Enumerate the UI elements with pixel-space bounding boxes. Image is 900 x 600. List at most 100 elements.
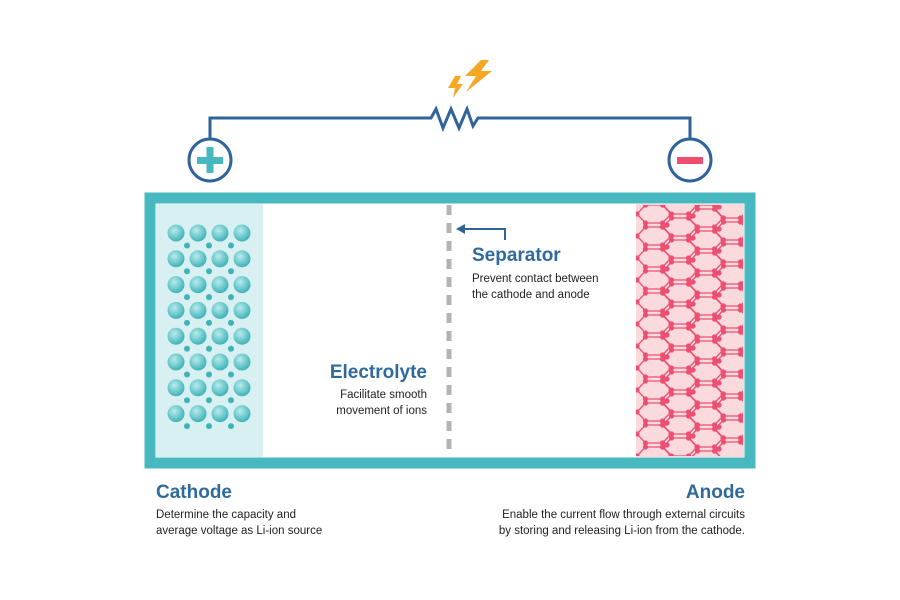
carbon-atom (668, 365, 675, 371)
carbon-atom (686, 303, 692, 309)
carbon-atom (659, 308, 666, 314)
carbon-atom (668, 453, 675, 456)
carbon-atom (668, 343, 675, 349)
lithium-ion-sphere (167, 405, 185, 423)
carbon-atom (694, 400, 701, 406)
carbon-atom (720, 329, 727, 335)
ion-dot (228, 397, 234, 404)
carbon-atom (685, 387, 692, 393)
carbon-atom (737, 237, 743, 243)
ion-dot (228, 423, 234, 430)
carbon-atom (642, 400, 649, 406)
carbon-atom (737, 417, 743, 423)
carbon-atom (642, 242, 649, 248)
carbon-atom (720, 303, 727, 309)
carbon-atom (711, 334, 718, 340)
minus-icon[interactable] (667, 137, 713, 183)
lithium-ion-sphere (167, 301, 185, 319)
carbon-atom (642, 220, 649, 226)
carbon-atom (686, 475, 691, 480)
plus-icon[interactable] (187, 137, 233, 183)
carbon-atom (712, 426, 718, 432)
carbon-atom (711, 356, 718, 362)
carbon-atom (737, 241, 743, 247)
carbon-atom (694, 294, 701, 300)
carbon-atom (712, 448, 718, 454)
carbon-atom (643, 484, 648, 489)
ion-dot (206, 294, 212, 301)
carbon-atom (737, 347, 743, 353)
cathode-lattice (167, 224, 251, 430)
carbon-atom (737, 219, 743, 225)
carbon-atom (737, 303, 743, 309)
carbon-atom (660, 312, 666, 318)
lithium-ion-sphere (189, 379, 207, 397)
external-circuit-wire (208, 104, 692, 138)
carbon-atom (746, 492, 751, 497)
ion-dot (206, 423, 212, 430)
carbon-atom (636, 365, 640, 371)
cathode-desc-line: average voltage as Li-ion source (156, 525, 323, 537)
carbon-atom (694, 246, 701, 252)
carbon-atom (686, 325, 692, 331)
ion-dot (184, 371, 190, 378)
carbon-atom (634, 475, 639, 480)
anode-desc-line: by storing and releasing Li-ion from the… (498, 525, 745, 537)
carbon-atom (720, 391, 727, 397)
carbon-atom (712, 338, 718, 344)
carbon-atom (712, 228, 718, 234)
carbon-atom (746, 514, 751, 519)
carbon-atom (737, 439, 743, 445)
carbon-atom (694, 272, 701, 278)
carbon-atom (669, 479, 674, 484)
carbon-atom (642, 444, 649, 450)
electrolyte-title: Electrolyte (329, 362, 427, 383)
lithium-ion-sphere (233, 224, 251, 242)
carbon-atom (685, 365, 692, 371)
cathode-desc-line: Determine the capacity and (156, 509, 296, 521)
carbon-atom (642, 356, 649, 362)
lithium-ion-sphere (189, 405, 207, 423)
ion-dot (206, 345, 212, 352)
lightning-icon (448, 60, 492, 98)
carbon-atom (711, 268, 718, 274)
carbon-atom (636, 321, 640, 327)
carbon-atom (720, 263, 727, 269)
lithium-ion-sphere (189, 224, 207, 242)
carbon-atom (659, 264, 666, 270)
carbon-atom (711, 378, 718, 384)
carbon-atom (642, 378, 649, 384)
carbon-atom (720, 237, 727, 243)
electrolyte-desc-line: Facilitate smooth (340, 389, 427, 401)
carbon-atom (669, 497, 674, 502)
carbon-atom (668, 211, 675, 217)
carbon-atom (668, 259, 675, 265)
carbon-atom (685, 343, 692, 349)
carbon-atom (694, 250, 701, 256)
carbon-atom (694, 206, 701, 212)
carbon-atom (686, 215, 692, 221)
anode-title: Anode (685, 482, 745, 503)
carbon-atom (636, 387, 640, 393)
carbon-atom (712, 404, 718, 410)
ion-dot (184, 397, 190, 404)
carbon-atom (686, 281, 692, 287)
carbon-atom (642, 268, 649, 274)
carbon-atom (668, 431, 675, 437)
lithium-ion-sphere (233, 353, 251, 371)
carbon-atom (636, 453, 640, 456)
carbon-atom (642, 352, 649, 358)
carbon-atom (660, 290, 666, 296)
carbon-atom (642, 334, 649, 340)
carbon-atom (669, 475, 674, 480)
carbon-atom (659, 396, 666, 402)
lithium-ion-sphere (211, 301, 229, 319)
carbon-atom (694, 422, 701, 428)
carbon-atom (720, 439, 727, 445)
carbon-atom (711, 444, 718, 450)
carbon-atom (685, 453, 692, 456)
carbon-atom (686, 541, 691, 546)
carbon-atom (685, 211, 692, 217)
ion-dot (206, 371, 212, 378)
ion-dot (228, 242, 234, 249)
